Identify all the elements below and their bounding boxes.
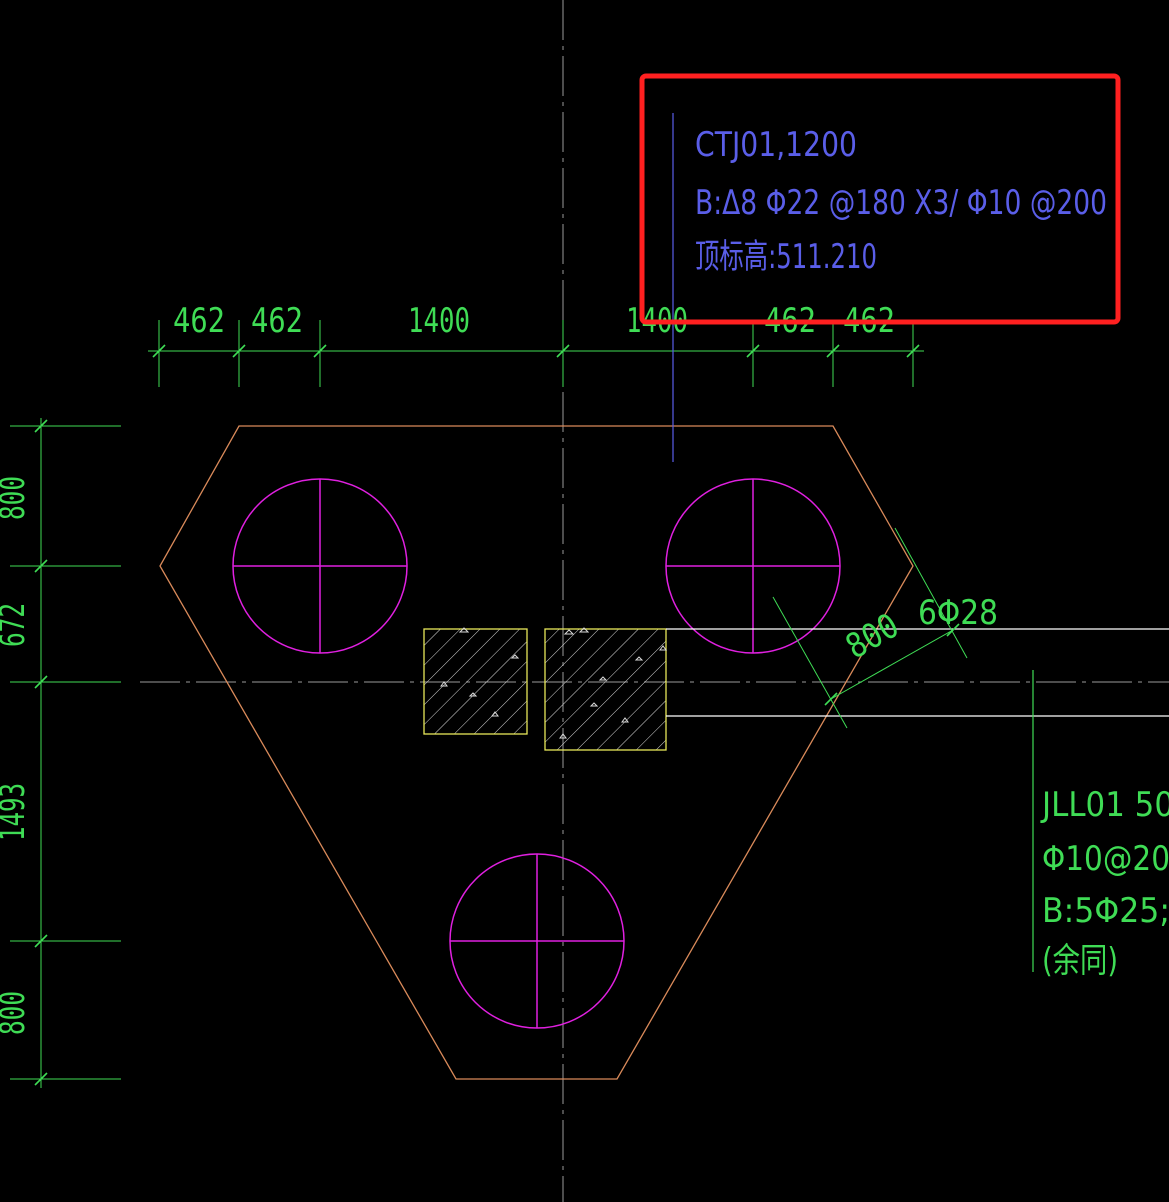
beam-annotation: JLL01 50 Φ10@20 B:5Φ25; (余同) (1040, 785, 1169, 981)
columns (423, 627, 667, 751)
dim-top-2: 462 (251, 301, 303, 341)
dim-left-3: 1493 (0, 783, 33, 841)
left-dimension-line (10, 418, 121, 1088)
pile-top-right[interactable] (665, 478, 841, 654)
diagonal-dimension (772, 527, 968, 729)
piles (232, 478, 841, 1029)
beam-annotation-line1: JLL01 50 (1040, 785, 1169, 825)
cap-annotation: CTJ01,1200 B:Δ8 Φ22 @180 X3/ Φ10 @200 顶标… (695, 125, 1107, 277)
pile-top-left[interactable] (232, 478, 408, 654)
beam-annotation-line3: B:5Φ25; (1042, 891, 1169, 931)
dim-left-1: 800 (0, 476, 33, 520)
cap-annotation-line1: CTJ01,1200 (695, 125, 857, 165)
pile-cap-outline[interactable] (159, 425, 914, 1080)
dim-top-3: 1400 (408, 301, 470, 341)
left-dimension-labels: 800 672 1493 800 (0, 476, 33, 1035)
concrete-marks (440, 627, 667, 739)
cap-annotation-line2: B:Δ8 Φ22 @180 X3/ Φ10 @200 (695, 183, 1107, 223)
dim-top-1: 462 (173, 301, 225, 341)
beam-annotation-line2: Φ10@20 (1042, 839, 1169, 879)
column-left[interactable] (423, 628, 528, 735)
dim-left-4: 800 (0, 991, 33, 1035)
dim-diagonal: 800 (839, 606, 906, 668)
highlight-box (639, 73, 1121, 325)
pile-bottom[interactable] (449, 853, 625, 1029)
cap-annotation-line3: 顶标高:511.210 (695, 237, 877, 277)
column-right[interactable] (544, 628, 667, 751)
beam[interactable] (666, 628, 1169, 717)
top-dimension-line (148, 320, 924, 387)
beam-annotation-line4: (余同) (1042, 941, 1118, 981)
dim-left-2: 672 (0, 603, 33, 647)
rebar-label: 6Φ28 (918, 593, 998, 633)
axis-lines (140, 0, 1169, 1202)
